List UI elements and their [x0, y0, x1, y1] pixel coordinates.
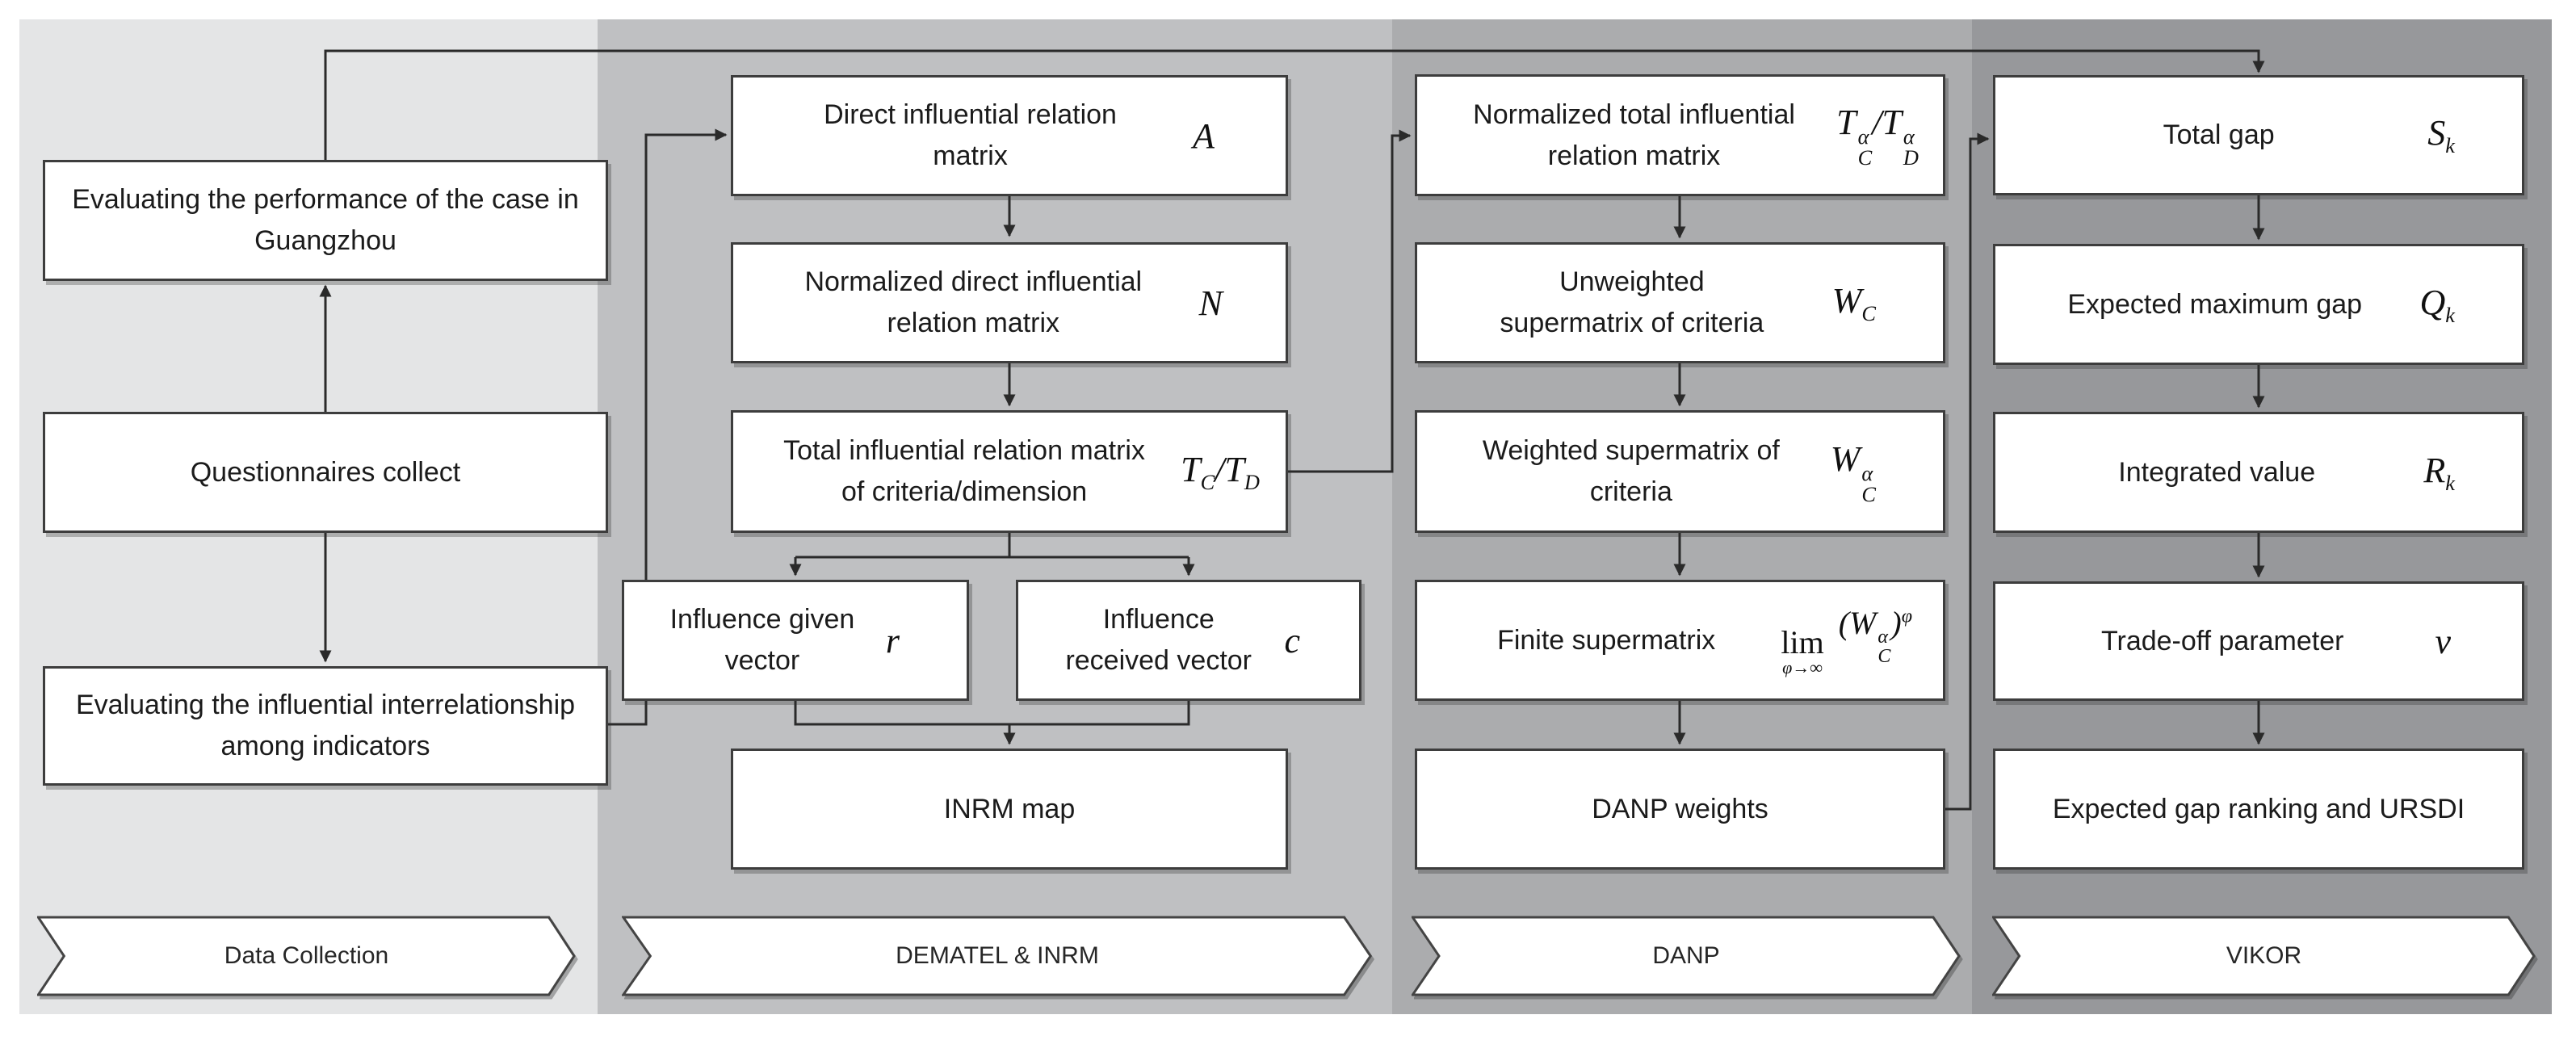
- math-qk: Qk: [2419, 282, 2456, 327]
- math-A: A: [1193, 115, 1215, 156]
- banner-danp: DANP: [1412, 915, 1961, 997]
- banner-vikor: VIKOR: [1992, 915, 2536, 997]
- box-integrated-value: Integrated value Rk: [1993, 412, 2524, 533]
- box-inrm-map: INRM map: [731, 749, 1288, 870]
- box-total-gap: Total gap Sk: [1993, 75, 2524, 195]
- box-evaluating-performance: Evaluating the performance of the case i…: [43, 160, 608, 281]
- math-r: r: [885, 620, 900, 660]
- math-N: N: [1198, 283, 1223, 323]
- box-normalized-direct-matrix: Normalized direct influential relation m…: [731, 242, 1288, 363]
- box-total-influential-matrix: Total influential relation matrix of cri…: [731, 410, 1288, 533]
- box-influence-received-vector: Influence received vector c: [1016, 580, 1361, 701]
- banner-chevron-shape: [37, 915, 576, 997]
- math-wc: WC: [1831, 280, 1876, 325]
- math-tc-td: TC/TD: [1181, 449, 1260, 494]
- box-unweighted-supermatrix: Unweighted supermatrix of criteria WC: [1415, 242, 1945, 363]
- math-rk: Rk: [2423, 450, 2455, 495]
- math-sk: Sk: [2427, 113, 2455, 157]
- box-expected-maximum-gap: Expected maximum gap Qk: [1993, 244, 2524, 365]
- box-evaluating-interrelationship: Evaluating the influential interrelation…: [43, 666, 608, 786]
- box-influence-given-vector: Influence given vector r: [622, 580, 969, 701]
- banner-chevron-shape: [1412, 915, 1961, 997]
- box-trade-off-parameter: Trade-off parameter v: [1993, 581, 2524, 701]
- banner-chevron-shape: [1992, 915, 2536, 997]
- box-direct-influential-matrix: Direct influential relation matrix A: [731, 75, 1288, 196]
- banner-chevron-shape: [622, 915, 1373, 997]
- box-danp-weights: DANP weights: [1415, 749, 1945, 870]
- box-expected-gap-ranking: Expected gap ranking and URSDI: [1993, 749, 2524, 870]
- box-normalized-total-matrix: Normalized total influential relation ma…: [1415, 74, 1945, 196]
- banner-dematel-inrm: DEMATEL & INRM: [622, 915, 1373, 997]
- box-questionnaires-collect: Questionnaires collect: [43, 412, 608, 533]
- banner-data-collection: Data Collection: [37, 915, 576, 997]
- math-c: c: [1284, 620, 1300, 660]
- math-v: v: [2435, 621, 2451, 661]
